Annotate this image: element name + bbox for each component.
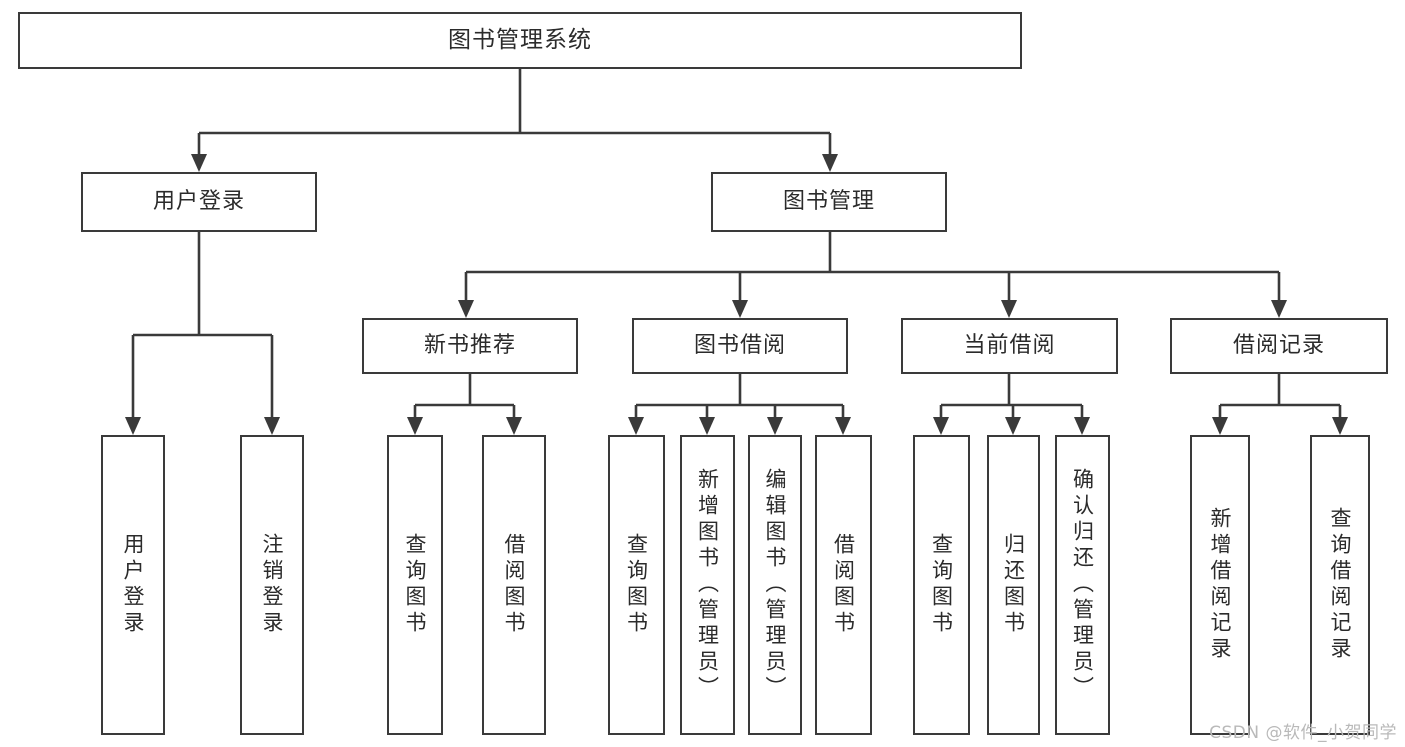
node-leaf-borrow-book-1-label: 借阅图书 <box>502 533 527 637</box>
node-root-label: 图书管理系统 <box>448 26 592 53</box>
watermark: CSDN @软件_小贺同学 <box>1209 723 1397 743</box>
node-leaf-user-login-label: 用户登录 <box>121 533 146 637</box>
node-leaf-query-book-2[interactable]: 查询图书 <box>608 435 665 735</box>
node-borrow-record-label: 借阅记录 <box>1232 332 1325 358</box>
node-book-management[interactable]: 图书管理 <box>711 172 947 232</box>
node-leaf-return-book[interactable]: 归还图书 <box>987 435 1040 735</box>
node-user-login-label: 用户登录 <box>152 188 245 214</box>
node-new-book-recommend[interactable]: 新书推荐 <box>362 318 578 374</box>
node-leaf-user-login[interactable]: 用户登录 <box>101 435 165 735</box>
node-leaf-add-book-label: 新增图书（管理员） <box>695 468 720 702</box>
node-current-borrow[interactable]: 当前借阅 <box>901 318 1118 374</box>
node-leaf-edit-book-label: 编辑图书（管理员） <box>763 468 788 702</box>
node-current-borrow-label: 当前借阅 <box>963 332 1056 358</box>
node-leaf-add-book[interactable]: 新增图书（管理员） <box>680 435 735 735</box>
node-leaf-add-record[interactable]: 新增借阅记录 <box>1190 435 1250 735</box>
node-leaf-query-book-3[interactable]: 查询图书 <box>913 435 970 735</box>
node-leaf-add-record-label: 新增借阅记录 <box>1208 507 1233 663</box>
node-leaf-query-book-3-label: 查询图书 <box>929 533 954 637</box>
node-leaf-logout-label: 注销登录 <box>260 533 285 637</box>
node-leaf-query-book-1[interactable]: 查询图书 <box>387 435 443 735</box>
node-leaf-borrow-book-2-label: 借阅图书 <box>831 533 856 637</box>
node-book-borrow-label: 图书借阅 <box>693 332 786 358</box>
node-root[interactable]: 图书管理系统 <box>18 12 1022 69</box>
node-leaf-confirm-return[interactable]: 确认归还（管理员） <box>1055 435 1110 735</box>
node-leaf-query-record-label: 查询借阅记录 <box>1328 507 1353 663</box>
node-leaf-borrow-book-1[interactable]: 借阅图书 <box>482 435 546 735</box>
node-book-borrow[interactable]: 图书借阅 <box>632 318 848 374</box>
node-leaf-return-book-label: 归还图书 <box>1001 533 1026 637</box>
node-leaf-edit-book[interactable]: 编辑图书（管理员） <box>748 435 802 735</box>
node-leaf-borrow-book-2[interactable]: 借阅图书 <box>815 435 872 735</box>
node-borrow-record[interactable]: 借阅记录 <box>1170 318 1388 374</box>
node-leaf-query-record[interactable]: 查询借阅记录 <box>1310 435 1370 735</box>
node-leaf-query-book-2-label: 查询图书 <box>624 533 649 637</box>
node-book-management-label: 图书管理 <box>782 188 875 214</box>
node-user-login[interactable]: 用户登录 <box>81 172 317 232</box>
node-new-book-recommend-label: 新书推荐 <box>423 332 516 358</box>
node-leaf-logout[interactable]: 注销登录 <box>240 435 304 735</box>
node-leaf-query-book-1-label: 查询图书 <box>403 533 428 637</box>
node-leaf-confirm-return-label: 确认归还（管理员） <box>1070 468 1095 702</box>
